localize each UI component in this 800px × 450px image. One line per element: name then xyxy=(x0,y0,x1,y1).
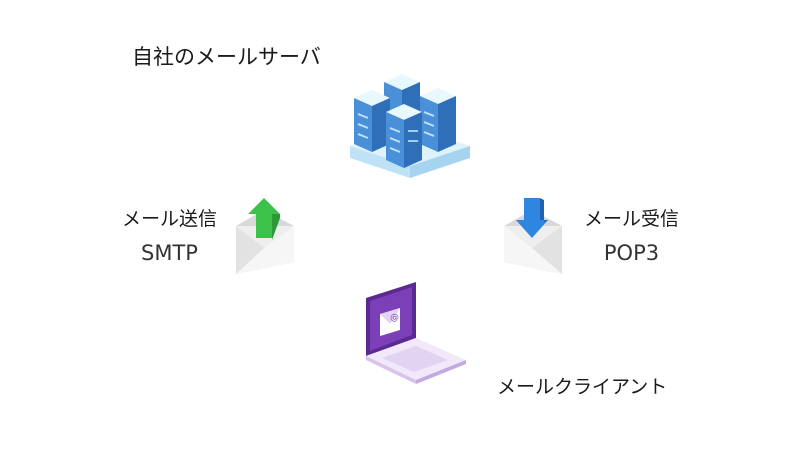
receive-label: メール受信 POP3 xyxy=(584,208,679,266)
client-label: メールクライアント xyxy=(497,376,668,398)
send-label-text: メール送信 xyxy=(122,208,218,230)
send-label: メール送信 SMTP xyxy=(122,208,217,266)
pop3-protocol: POP3 xyxy=(603,240,660,265)
mail-send-icon xyxy=(236,198,294,274)
server-label: 自社のメールサーバ xyxy=(132,45,321,69)
mail-at-symbol: @ xyxy=(390,313,399,323)
receive-label-text: メール受信 xyxy=(584,208,680,230)
smtp-protocol: SMTP xyxy=(141,240,198,265)
mail-receive-icon xyxy=(504,198,562,274)
server-rack-icon xyxy=(350,74,470,178)
laptop-mail-icon: @ xyxy=(366,282,466,384)
